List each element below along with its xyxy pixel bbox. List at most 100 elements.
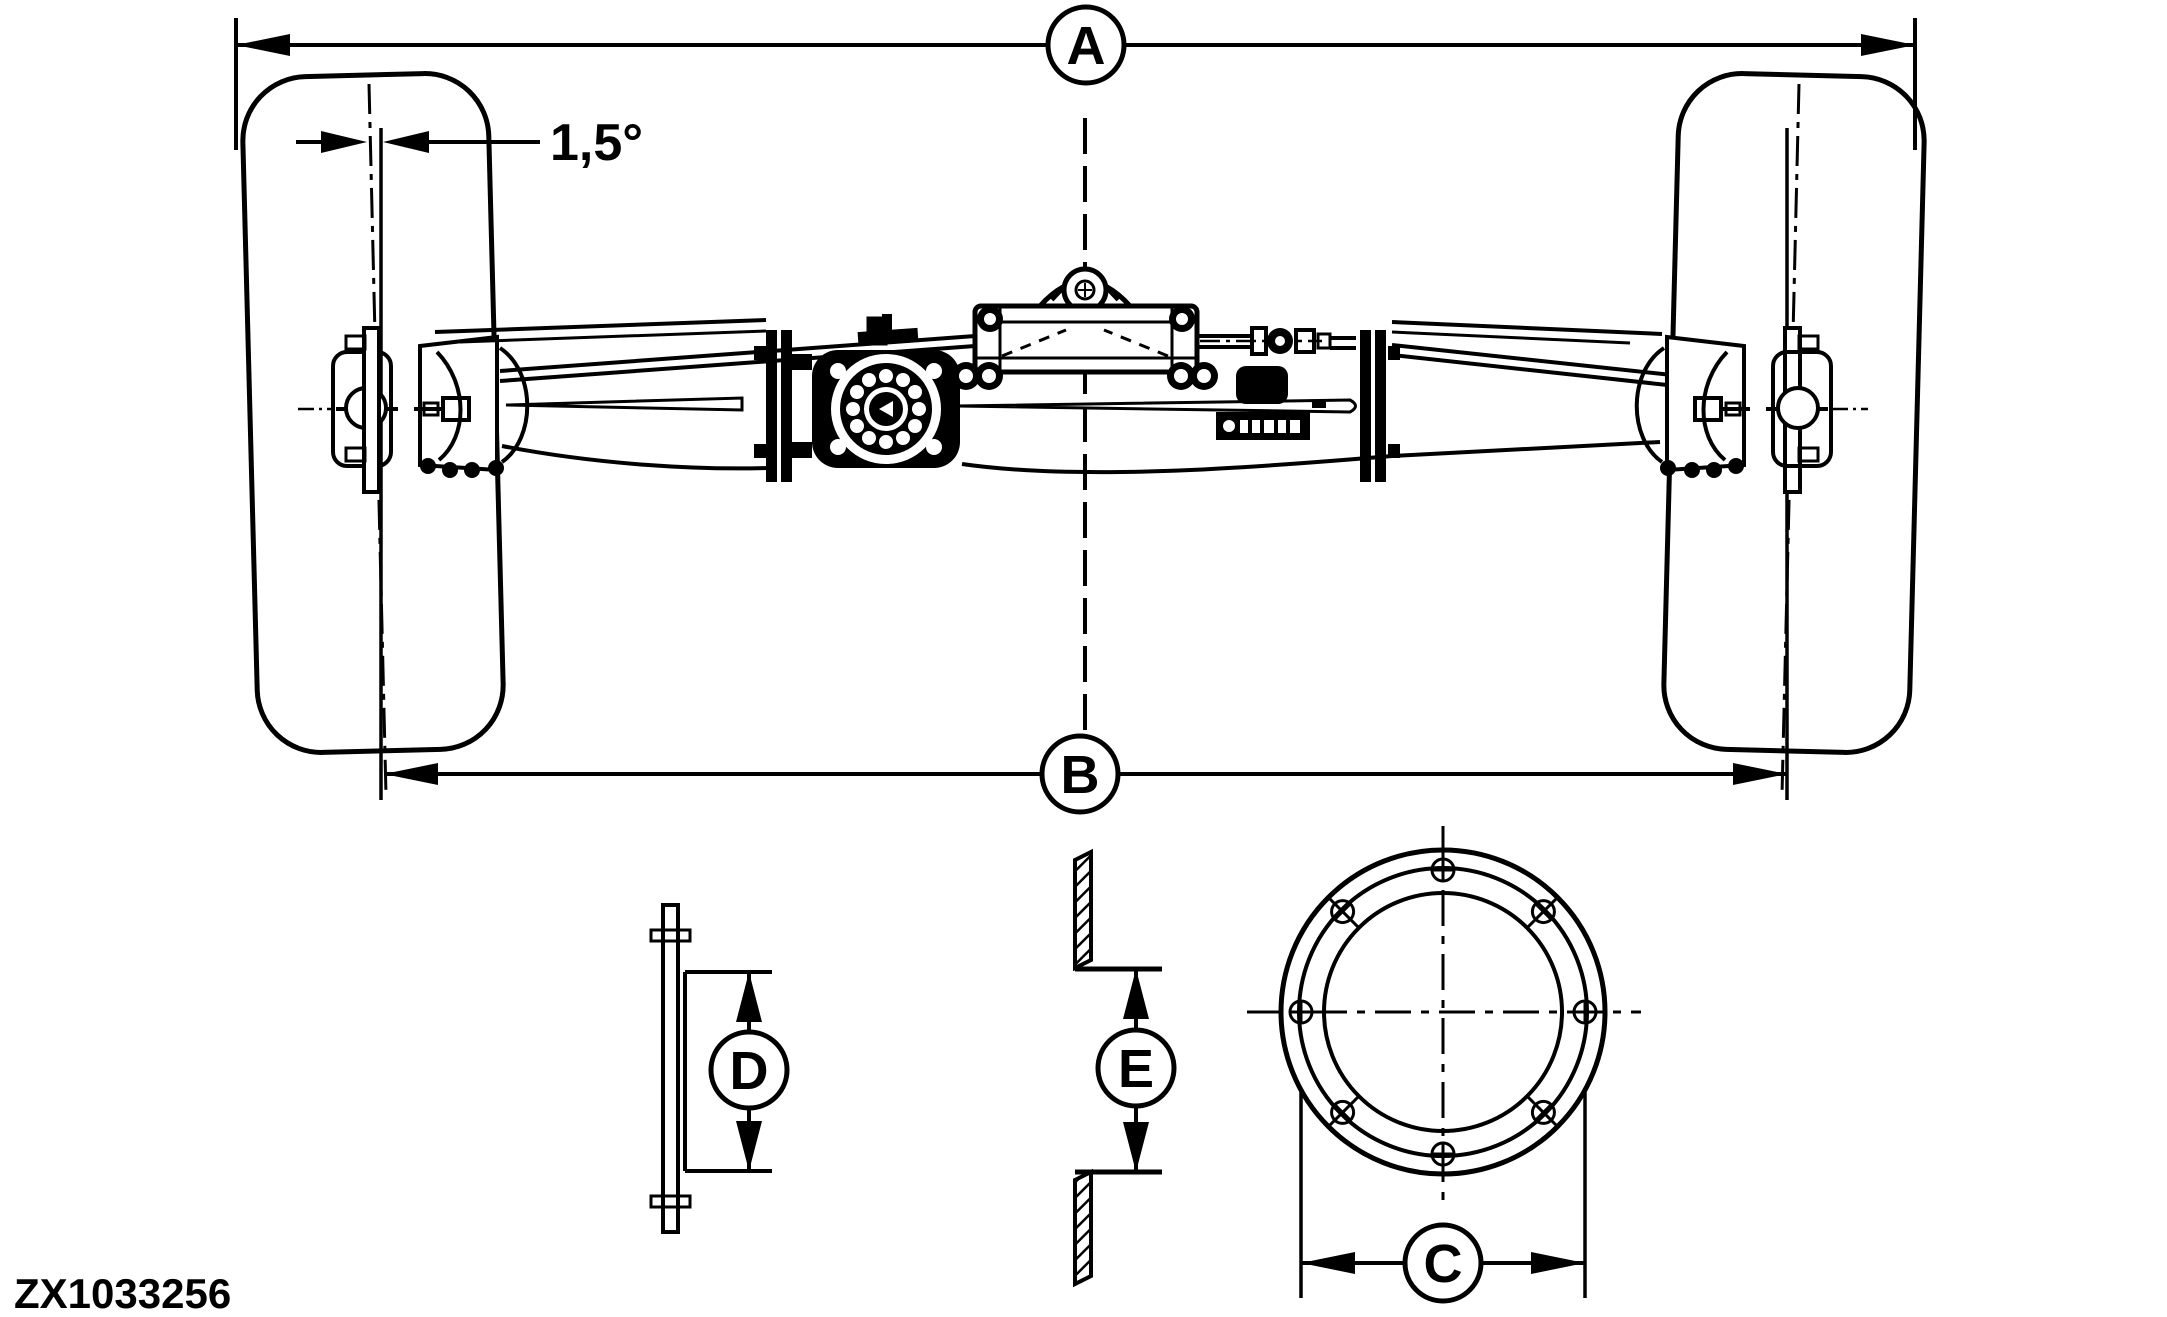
shaft-clamp-mark — [1312, 401, 1326, 408]
left-axle-shaft — [505, 396, 744, 412]
diff-hub-mark — [879, 401, 893, 417]
right-ball-joint — [1776, 386, 1820, 430]
right-diff-flange — [1360, 330, 1400, 482]
balloon-e-label: E — [1118, 1039, 1154, 1099]
left-kingpin-washer — [422, 401, 440, 417]
camber-angle-label: 1,5° — [550, 114, 643, 172]
right-steering-linkage — [1197, 326, 1701, 390]
right-housing-top-edge-2 — [1391, 330, 1631, 345]
right-lower-bolt-3 — [1684, 462, 1700, 478]
rim-section-bottom — [1073, 1168, 1093, 1288]
left-lower-bolt-3 — [464, 462, 480, 478]
right-axle-housing — [956, 320, 1663, 475]
diff-top-bolt — [882, 314, 892, 334]
diff-corner-hole-1 — [830, 363, 846, 379]
camber-dimension — [296, 131, 540, 153]
detail-view-c — [1247, 826, 1641, 1304]
camber-arrow-left — [321, 131, 367, 153]
left-flange-plate-2 — [781, 330, 792, 482]
right-tie-rod-bottom — [1391, 353, 1696, 390]
right-housing-bottom-taper — [1391, 440, 1661, 458]
right-hub-assembly — [1634, 326, 1868, 494]
left-hub-assembly — [298, 326, 530, 494]
right-steering-arm-plate — [1771, 350, 1833, 468]
lift-ring-inner — [1074, 279, 1096, 301]
disc-bolt-bottom — [649, 1194, 692, 1209]
right-knuckle-arm — [1701, 350, 1729, 462]
right-housing-top-edge — [1391, 320, 1663, 336]
differential-housing — [812, 314, 960, 468]
diff-corner-hole-3 — [830, 439, 846, 455]
serial-label — [1216, 412, 1310, 440]
right-disc-bolt-bottom — [1797, 446, 1820, 463]
dim-a-arrow-right — [1861, 34, 1915, 56]
left-disc-bolt-bottom — [344, 446, 367, 463]
dim-e-arrow-up — [1123, 969, 1149, 1019]
left-wheel-disc-plate — [362, 326, 381, 494]
steering-cylinder — [952, 266, 1218, 390]
dim-b-arrow-right — [1733, 763, 1787, 785]
right-axle-shaft — [956, 398, 1357, 414]
rod-adjuster — [1294, 328, 1316, 354]
balloon-d — [708, 1029, 790, 1111]
dimension-a — [234, 4, 1917, 150]
balloon-d-label: D — [730, 1041, 769, 1101]
diff-corner-hole-4 — [926, 439, 942, 455]
left-housing-top-edge — [434, 318, 767, 334]
diff-top-clamp — [857, 327, 919, 347]
left-disc-bolt-top — [344, 334, 367, 351]
camber-arrow-right — [383, 131, 429, 153]
left-lower-bolt-1 — [420, 458, 436, 474]
dim-e-arrow-down — [1123, 1122, 1149, 1172]
detail-view-d — [649, 903, 790, 1234]
right-tie-rod-top — [1391, 343, 1701, 380]
balloon-c-label: C — [1424, 1234, 1463, 1294]
right-lower-bolt-2 — [1706, 462, 1722, 478]
right-flange-tab-bottom — [1388, 444, 1400, 458]
cylinder-body — [972, 303, 1200, 375]
left-flange-tab-bottom — [754, 444, 766, 458]
diff-corner-hole-2 — [926, 363, 942, 379]
dimension-b — [384, 733, 1787, 815]
rod-joint-sleeve — [1250, 326, 1268, 356]
right-lower-bolt-1 — [1728, 458, 1744, 474]
breather-boot — [1236, 366, 1288, 404]
left-diff-flange — [754, 330, 812, 482]
dim-a-arrow-left — [236, 34, 290, 56]
left-housing-top-edge-2 — [459, 329, 767, 344]
disc-plate-section — [661, 903, 680, 1234]
balloon-b — [1039, 733, 1121, 815]
left-flange-lug-top — [792, 354, 812, 370]
balloon-a — [1045, 4, 1127, 86]
left-flange-tab-top — [754, 346, 766, 360]
right-axle-bell — [1634, 346, 1666, 464]
balloon-c — [1402, 1222, 1484, 1304]
dim-d-arrow-up — [736, 972, 762, 1022]
dim-b-arrow-left — [384, 763, 438, 785]
left-flange-plate-1 — [766, 330, 777, 482]
left-lower-bolt-4 — [488, 460, 504, 476]
right-flange-plate-2 — [1375, 330, 1386, 482]
left-knuckle-arm — [435, 350, 463, 462]
right-kingpin-washer — [1724, 401, 1742, 417]
dim-c-arrow-right — [1531, 1252, 1585, 1274]
detail-view-e — [1073, 848, 1177, 1288]
dim-c-arrow-left — [1301, 1252, 1355, 1274]
right-lower-bolt-4 — [1660, 460, 1676, 476]
right-housing-bottom-edge — [961, 454, 1393, 475]
cylinder-lugs — [952, 306, 1218, 390]
left-housing-bottom-edge — [501, 444, 769, 471]
diff-bolt-ring — [846, 369, 926, 449]
right-flange-tab-top — [1388, 346, 1400, 360]
balloon-b-label: B — [1061, 745, 1100, 805]
rod-clamp — [1316, 332, 1332, 350]
balloon-a-label: A — [1067, 16, 1106, 76]
dim-d-arrow-down — [736, 1121, 762, 1171]
left-lower-bolt-2 — [442, 462, 458, 478]
disc-bolt-top — [649, 928, 692, 943]
balloon-e — [1095, 1027, 1177, 1109]
rod-joint-hole — [1275, 336, 1285, 346]
drawing-code: ZX1033256 — [14, 1270, 231, 1317]
